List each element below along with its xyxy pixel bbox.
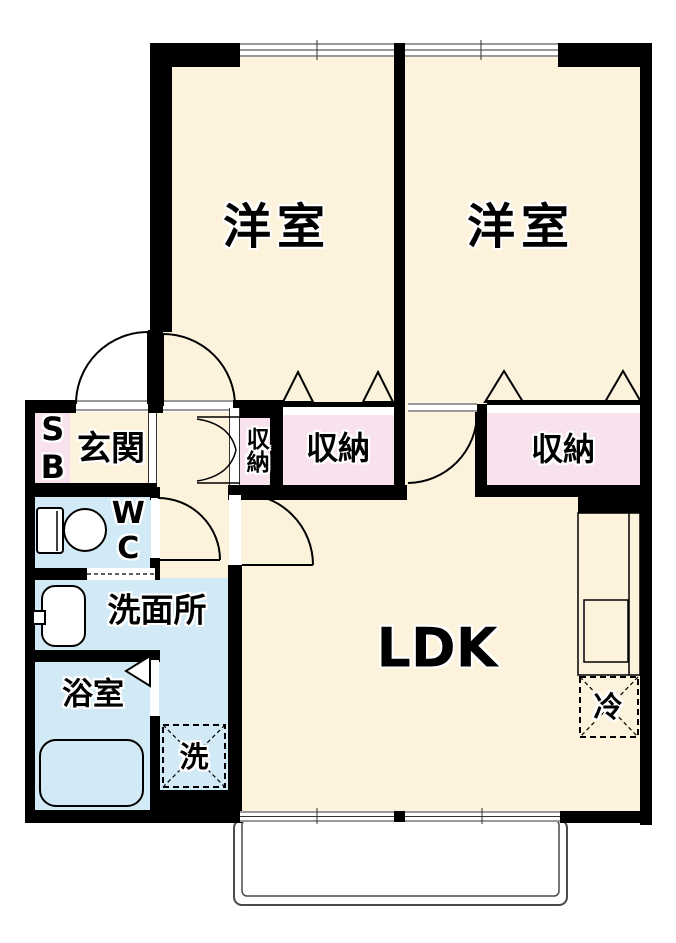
- label-closet-left: 収納: [305, 429, 371, 468]
- shoe-box-area: [35, 413, 70, 483]
- closet-right-track: [487, 405, 640, 413]
- kitchen-counter: [577, 512, 641, 676]
- label-bathroom: 浴室: [62, 676, 124, 713]
- label-bedroom-right: 洋室: [466, 198, 576, 255]
- closet-folding-door-markers: [281, 369, 643, 403]
- label-toilet: WC: [110, 496, 146, 566]
- closet-right-area: [487, 413, 640, 485]
- label-washer: 洗: [179, 739, 209, 774]
- label-bedroom-left: 洋室: [222, 198, 332, 255]
- bedroom-left-door-swing: [162, 333, 236, 407]
- balcony: [233, 819, 568, 906]
- bedroom-right-opening: [408, 403, 477, 412]
- window-top-left: [240, 40, 394, 60]
- label-closet-right: 収納: [530, 430, 596, 469]
- kitchen-sink-icon: [583, 599, 629, 663]
- washer-box: [162, 724, 226, 788]
- refrigerator-box: [579, 676, 639, 738]
- toilet-door-swing: [157, 497, 221, 561]
- window-top-right: [405, 40, 558, 60]
- entrance-step: [148, 413, 157, 483]
- front-door-opening: [76, 400, 148, 412]
- toilet-door-opening: [151, 498, 160, 558]
- closet-left-track: [283, 407, 394, 415]
- closet-small-double-doors: [196, 416, 240, 484]
- bath-door-opening: [150, 660, 159, 716]
- window-balcony-sliding: [240, 808, 560, 824]
- closet-left-area: [283, 415, 394, 485]
- walls: [25, 43, 652, 825]
- toilet-icon: [36, 507, 107, 554]
- bathtub-icon: [39, 739, 144, 807]
- ldk-door-swing: [241, 493, 314, 566]
- door-swing-arcs: [75, 331, 643, 688]
- ldk-door-opening: [229, 495, 241, 565]
- washroom-passage: [87, 568, 155, 580]
- bedroom-right-door-swing: [407, 412, 478, 484]
- sink-icon: [32, 585, 86, 647]
- label-washroom: 洗面所: [107, 590, 207, 630]
- closet-small-area: [240, 417, 270, 485]
- front-door-swing: [75, 331, 149, 405]
- fixtures: [32, 507, 641, 807]
- label-closet-small: 収納: [242, 427, 269, 473]
- label-shoe-box: SB: [33, 410, 72, 486]
- hallway-floor: [152, 400, 235, 580]
- bath-folding-door-marker: [124, 654, 151, 688]
- label-ldk: LDK: [376, 616, 498, 680]
- windows: [240, 40, 560, 824]
- ldk-floor: [230, 497, 652, 813]
- label-fridge: 冷: [593, 689, 623, 724]
- bedroom-left-opening: [163, 400, 233, 412]
- label-entrance: 玄関: [77, 429, 145, 470]
